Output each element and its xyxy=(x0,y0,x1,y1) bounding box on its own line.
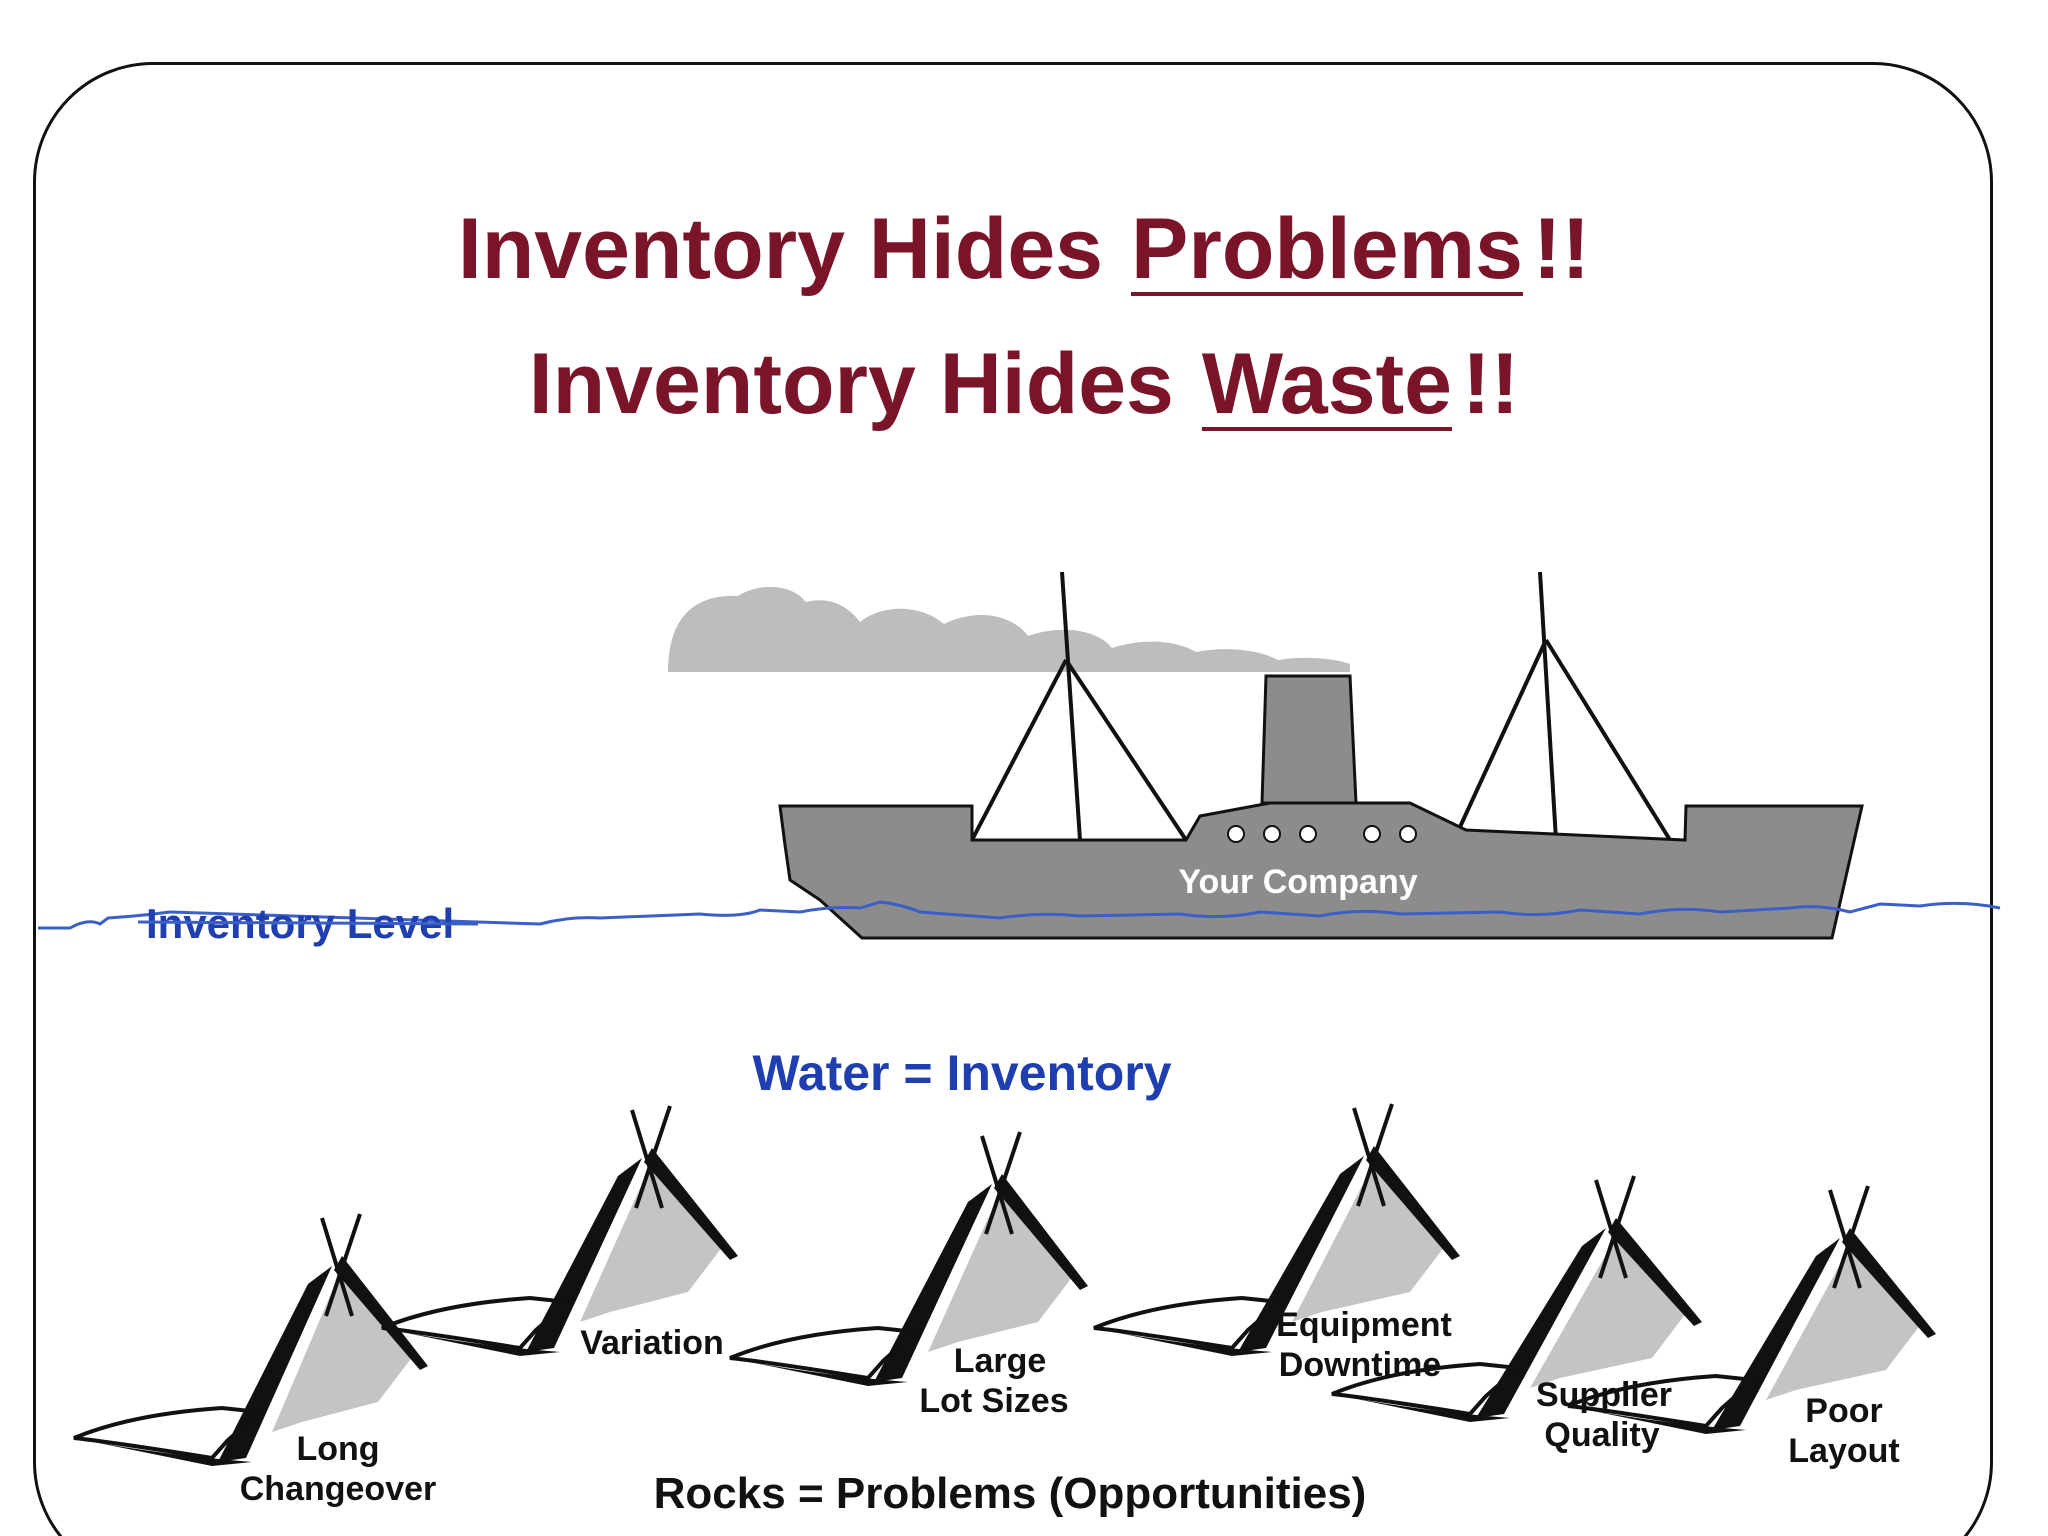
rock-labels: Long Changeover Variation Large Lot Size… xyxy=(240,1306,1900,1508)
rock-label-equipment-2: Downtime xyxy=(1279,1346,1441,1384)
ship-funnel xyxy=(1260,674,1358,805)
rock-label-long-1: Long xyxy=(296,1430,379,1468)
rock-equipment-downtime xyxy=(1093,1103,1460,1356)
title-line-1-prefix: Inventory Hides xyxy=(457,201,1103,297)
rock-label-poor-1: Poor xyxy=(1805,1392,1882,1430)
rock-supplier-quality xyxy=(1331,1175,1702,1422)
title-line-1-emphasis: Problems xyxy=(1130,201,1523,297)
rocks-group xyxy=(73,1103,1936,1466)
rock-large-lot-sizes xyxy=(729,1131,1088,1386)
title-line-1-suffix: !! xyxy=(1532,201,1591,297)
ship-rigging xyxy=(970,571,1672,842)
ship: Your Company xyxy=(778,571,1864,940)
ship-hull xyxy=(778,801,1864,940)
rock-long-changeover xyxy=(73,1213,428,1466)
rock-label-large-1: Large xyxy=(954,1342,1047,1380)
title-line-2-suffix: !! xyxy=(1462,336,1520,432)
rock-poor-layout xyxy=(1567,1185,1936,1434)
ship-label: Your Company xyxy=(1178,863,1417,901)
rock-label-long-2: Changeover xyxy=(240,1470,437,1508)
rock-label-large-2: Lot Sizes xyxy=(919,1382,1068,1420)
inventory-level-strike xyxy=(137,920,479,926)
diagram-frame xyxy=(33,62,1993,1536)
rock-variation xyxy=(381,1105,738,1356)
rock-label-equipment-1: Equipment xyxy=(1276,1306,1452,1344)
title-line-2-emphasis: Waste xyxy=(1201,336,1452,432)
water-legend: Water = Inventory xyxy=(752,1045,1171,1101)
water-line xyxy=(38,900,2001,930)
rocks-legend: Rocks = Problems (Opportunities) xyxy=(654,1469,1367,1518)
title-line-2: Inventory Hides Waste!! xyxy=(0,335,2048,434)
rock-label-supplier-1: Supplier xyxy=(1536,1376,1672,1414)
rock-label-variation-1: Variation xyxy=(580,1324,724,1362)
rock-label-poor-2: Layout xyxy=(1788,1432,1899,1470)
title-line-1: Inventory Hides Problems!! xyxy=(0,200,2048,299)
smoke-cloud xyxy=(668,586,1350,672)
title-line-2-prefix: Inventory Hides xyxy=(528,336,1174,432)
ship-portholes xyxy=(1227,825,1417,843)
rock-label-supplier-2: Quality xyxy=(1544,1416,1659,1454)
